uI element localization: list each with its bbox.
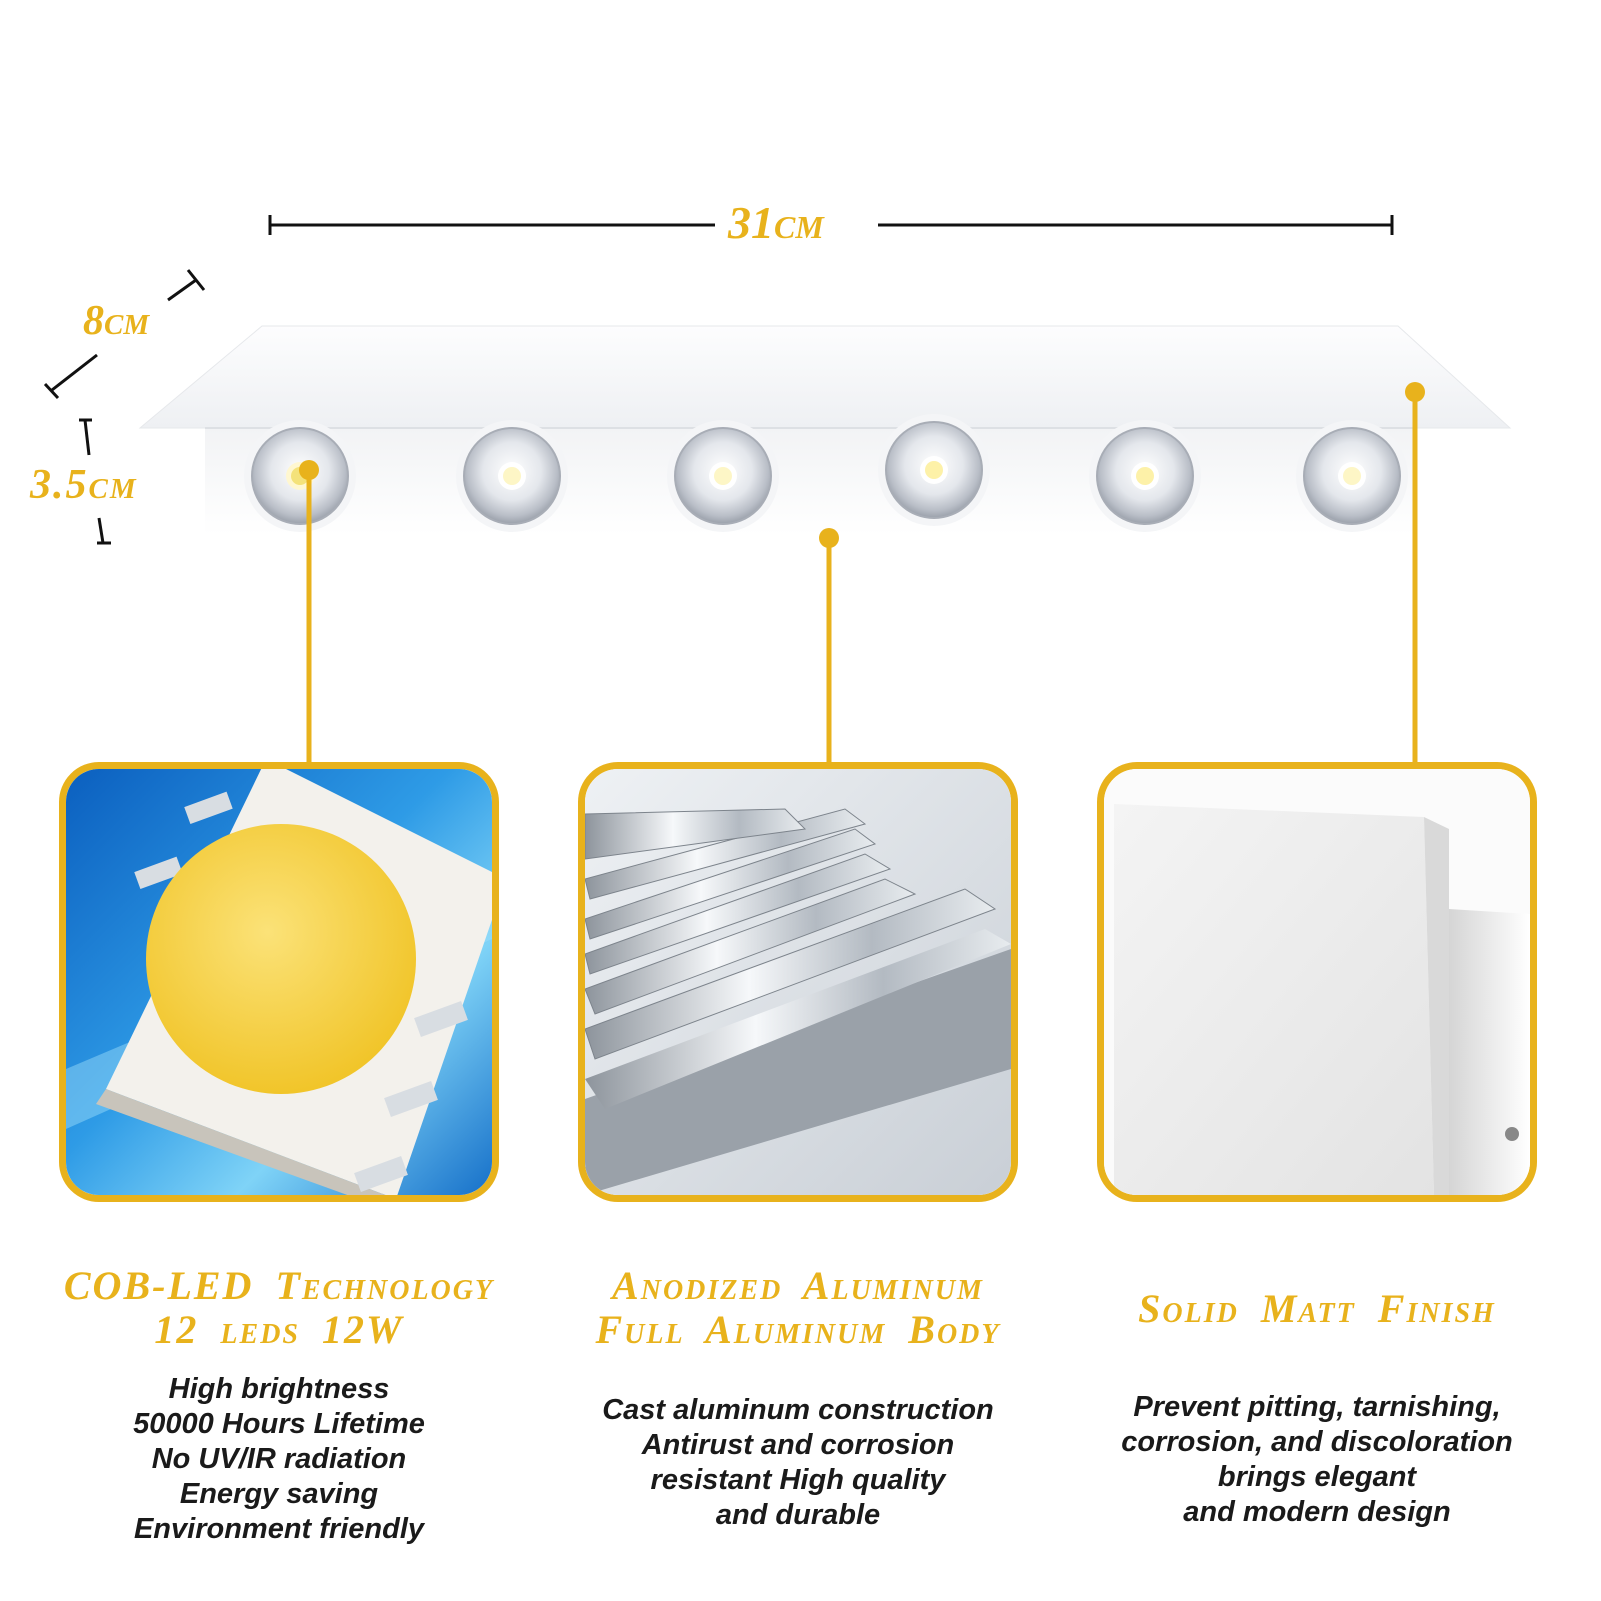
feature-title-led: COB-LED Technology 12 leds 12W <box>63 1263 495 1352</box>
feature-desc-aluminum: Cast aluminum construction Antirust and … <box>602 1394 994 1531</box>
callout-lines <box>299 382 1425 768</box>
matt-finish-image <box>1104 769 1530 1195</box>
feature-desc-led: High brightness 50000 Hours Lifetime No … <box>133 1373 425 1545</box>
feature-title-aluminum: Anodized Aluminum Full Aluminum Body <box>595 1263 1001 1352</box>
matt-finish-panel <box>1097 762 1537 1202</box>
aluminum-sheets-image <box>585 769 1011 1195</box>
length-label: 31cm <box>728 197 824 248</box>
led-chip-panel <box>59 762 499 1202</box>
height-label: 3.5cm <box>30 462 138 508</box>
depth-label: 8cm <box>83 298 150 344</box>
feature-title-finish: Solid Matt Finish <box>1138 1286 1496 1331</box>
aluminum-sheets-panel <box>578 762 1018 1202</box>
led-chip-image <box>66 769 492 1195</box>
led-lens-row <box>244 414 1408 532</box>
feature-desc-finish: Prevent pitting, tarnishing, corrosion, … <box>1121 1391 1513 1528</box>
wall-lamp-product <box>138 325 1512 535</box>
